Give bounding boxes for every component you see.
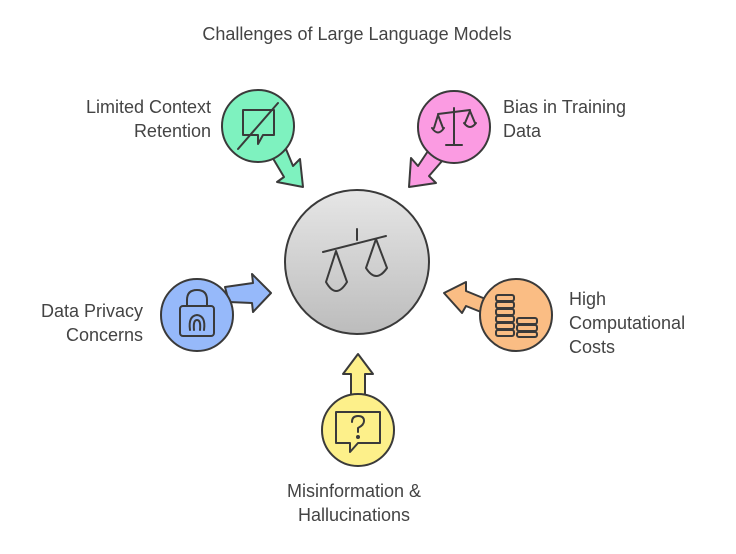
label-context: Limited Context Retention <box>85 97 211 141</box>
label-privacy: Data Privacy Concerns <box>40 301 143 345</box>
fingerprint-lock-icon <box>179 289 215 337</box>
node-privacy <box>160 278 234 352</box>
diagram-title: Challenges of Large Language Models <box>202 24 512 44</box>
node-cost <box>479 278 553 352</box>
coin-stack-icon <box>495 294 538 338</box>
balance-scale-icon <box>322 228 388 292</box>
node-misinfo <box>321 393 395 467</box>
message-slash-icon <box>237 102 279 150</box>
node-context <box>221 89 295 163</box>
center-node <box>284 189 430 335</box>
question-message-icon <box>335 411 381 453</box>
label-cost: High Computational Costs <box>569 289 686 357</box>
arrow-misinfo <box>342 353 374 399</box>
arrow-privacy <box>224 273 272 313</box>
label-misinfo: Misinformation & Hallucinations <box>286 481 422 525</box>
scale-icon <box>431 107 477 146</box>
node-bias <box>417 90 491 164</box>
label-bias: Bias in Training Data <box>503 97 627 141</box>
